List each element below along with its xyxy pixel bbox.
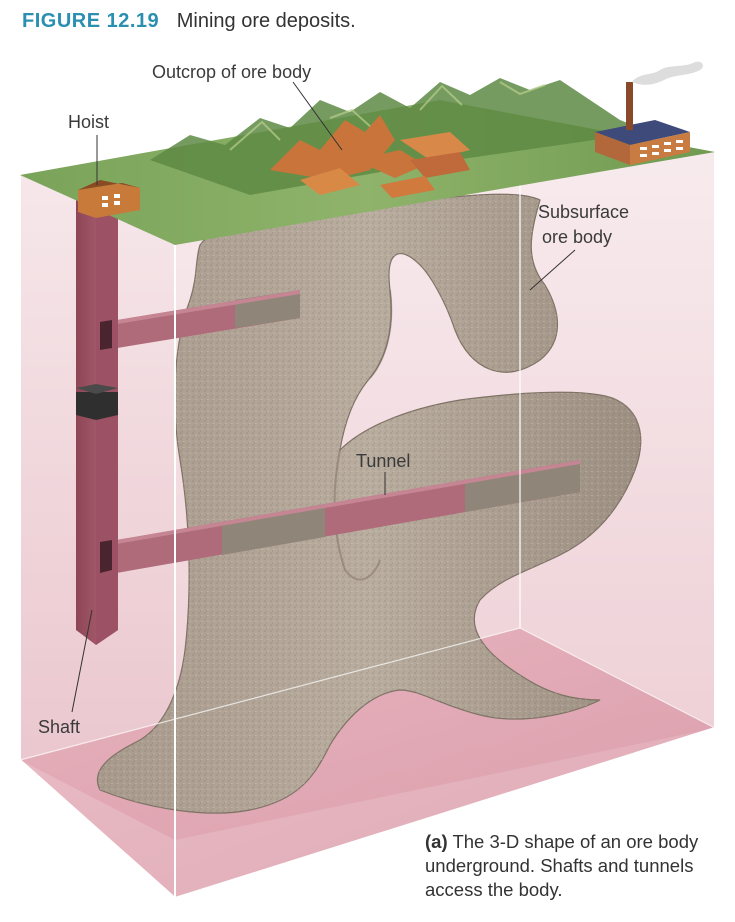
- plant-window: [664, 142, 671, 145]
- outcrop-leader: [292, 81, 343, 151]
- shaft-side: [96, 195, 118, 645]
- smokestack: [626, 82, 633, 130]
- outcrop-patch: [400, 132, 470, 160]
- lower-tunnel-ore-segment: [222, 504, 325, 555]
- mountain-highlights: [229, 81, 546, 151]
- outcrop-patch: [300, 168, 360, 195]
- hoist-building-front: [78, 183, 140, 218]
- block-edges: [19, 152, 716, 900]
- lower-tunnel-top: [105, 460, 580, 546]
- plant-roof: [595, 120, 690, 145]
- floor-back-edges: [19, 627, 716, 761]
- lower-tunnel-ore-segment: [465, 460, 580, 512]
- mine-cage: [76, 392, 118, 420]
- landscape-surface: [20, 61, 715, 245]
- label-hoist: Hoist: [68, 112, 109, 132]
- hoist-window: [102, 196, 108, 200]
- ore-body-fold: [333, 449, 381, 581]
- figure-number: FIGURE 12.19: [22, 10, 160, 32]
- shaft-opening-upper: [100, 320, 112, 350]
- lower-tunnel: [105, 460, 580, 575]
- figure-title: Mining ore deposits.: [176, 10, 356, 32]
- plant-window: [652, 145, 659, 148]
- processing-plant: [595, 61, 703, 165]
- ore-body-fold: [369, 289, 393, 379]
- plant-window: [640, 147, 647, 150]
- upper-tunnel: [105, 290, 300, 350]
- hoist-window: [114, 194, 120, 198]
- shaft: [76, 195, 118, 645]
- outcrop-patch: [355, 150, 425, 178]
- outcrop-patch: [380, 176, 435, 198]
- plant-window: [676, 140, 683, 143]
- plant-window: [640, 154, 647, 157]
- hoist-building: [78, 180, 140, 218]
- figure-caption: (a) The 3-D shape of an ore body undergr…: [425, 830, 725, 902]
- upper-tunnel-top: [105, 290, 300, 326]
- subsurface-leader: [529, 249, 576, 291]
- shaft-leader: [71, 609, 93, 713]
- hoist-building-roof: [78, 180, 140, 190]
- plant-window: [664, 149, 671, 152]
- label-outcrop: Outcrop of ore body: [152, 62, 311, 82]
- ore-outcrop: [270, 115, 470, 198]
- figure-header: FIGURE 12.19 Mining ore deposits.: [22, 10, 356, 33]
- hoist-window: [102, 203, 108, 207]
- label-shaft: Shaft: [38, 717, 80, 737]
- label-subsurface-line1: Subsurface: [538, 202, 629, 222]
- leader-lines: [71, 81, 576, 713]
- label-tunnel: Tunnel: [356, 451, 410, 471]
- plant-window: [676, 147, 683, 150]
- bottom-edges: [19, 727, 716, 900]
- caption-part-label: (a): [425, 831, 448, 852]
- outcrop-patch: [410, 152, 470, 178]
- smoke-plume: [632, 61, 703, 85]
- hoist-window: [114, 201, 120, 205]
- plant-front: [595, 132, 630, 165]
- plant-window: [652, 152, 659, 155]
- label-subsurface-line2: ore body: [542, 227, 612, 247]
- caption-text: The 3-D shape of an ore body underground…: [425, 831, 699, 900]
- shaft-opening-lower: [100, 540, 112, 573]
- mine-cage-top: [76, 384, 118, 394]
